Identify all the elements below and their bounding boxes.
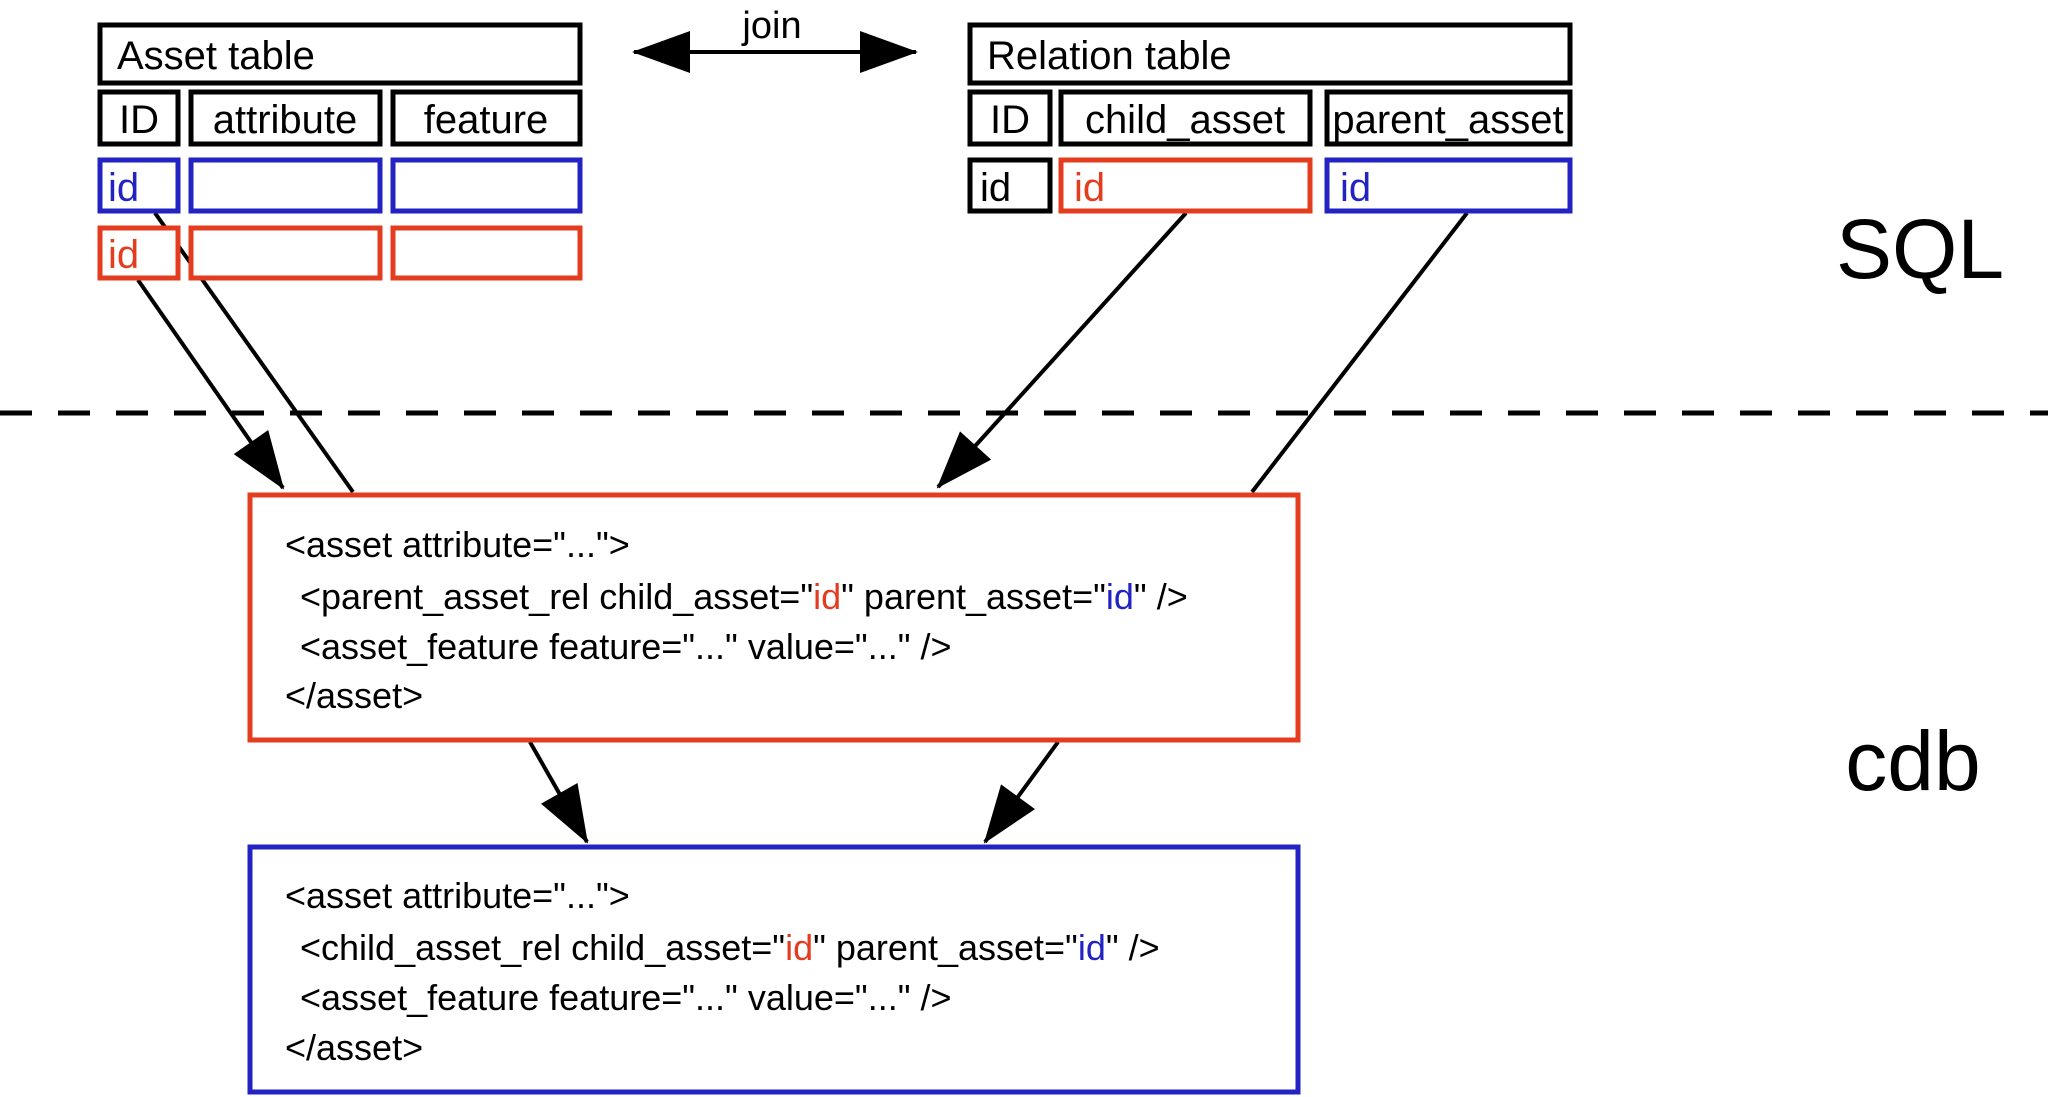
- asset-row-red-feature-cell: [390, 225, 583, 281]
- parent-xml-open-tag: <asset attribute="...">: [285, 524, 630, 565]
- child-xml-feature-line: <asset_feature feature="..." value="..."…: [300, 977, 952, 1018]
- parent-xml-rel-parent-id: id: [1106, 576, 1134, 617]
- child-asset-xml-border: [247, 844, 1301, 1095]
- relation-table-col-id: ID: [990, 98, 1030, 142]
- asset-table-col-feature: feature: [424, 98, 549, 142]
- parent-asset-xml-box: <asset attribute="..."> <parent_asset_re…: [247, 492, 1301, 743]
- asset-table-title-box: [97, 22, 583, 86]
- asset-table: Asset table ID attribute feature id id: [97, 22, 583, 281]
- child-xml-rel-line: <child_asset_rel child_asset="id" parent…: [300, 927, 1160, 968]
- child-xml-rel-pre: <child_asset_rel child_asset=": [300, 927, 785, 968]
- asset-table-row-blue: id: [97, 157, 583, 214]
- parent-xml-to-child-xml-left-arrow: [528, 741, 589, 844]
- cdb-zone-label: cdb: [1845, 714, 1980, 808]
- relation-table-title-box: [967, 22, 1573, 86]
- child-xml-open-tag: <asset attribute="...">: [285, 875, 630, 916]
- asset-row-blue-id-cell: [97, 157, 181, 214]
- parent-xml-feature-line: <asset_feature feature="..." value="..."…: [300, 626, 952, 667]
- relation-row-id-value: id: [980, 166, 1011, 210]
- relation-row-id-cell: [967, 157, 1053, 214]
- parent-xml-rel-mid: " parent_asset=": [841, 576, 1106, 617]
- relation-row-child-asset-cell: [1058, 157, 1313, 214]
- parent-xml-close-tag: </asset>: [285, 675, 423, 716]
- child-xml-rel-parent-id: id: [1078, 927, 1106, 968]
- relation-table-row: id id id: [967, 157, 1573, 214]
- join-label: join: [741, 5, 801, 47]
- relation-table-col-child-asset: child_asset: [1085, 98, 1285, 142]
- child-xml-close-tag: </asset>: [285, 1027, 423, 1068]
- child-xml-rel-mid: " parent_asset=": [813, 927, 1078, 968]
- join-relationship: join: [632, 5, 918, 73]
- asset-table-title: Asset table: [117, 34, 315, 78]
- asset-blue-id-to-parent-xml-line: [153, 211, 355, 494]
- relation-table-col-parent-asset-box: [1324, 89, 1573, 147]
- relation-table-title: Relation table: [987, 34, 1232, 78]
- parent-xml-rel-pre: <parent_asset_rel child_asset=": [300, 576, 813, 617]
- relation-table-col-child-asset-box: [1058, 89, 1313, 147]
- asset-table-col-attribute-box: [188, 89, 383, 147]
- relation-parent-id-to-parent-xml-line: [1250, 211, 1469, 494]
- relation-row-parent-asset-cell: [1324, 157, 1573, 214]
- child-xml-rel-child-id: id: [785, 927, 813, 968]
- asset-table-row-red: id: [97, 225, 583, 281]
- asset-row-red-id-cell: [97, 225, 181, 281]
- asset-table-col-id-box: [97, 89, 181, 147]
- relation-table-col-id-box: [967, 89, 1053, 147]
- relation-table: Relation table ID child_asset parent_ass…: [967, 22, 1573, 214]
- sql-zone-label: SQL: [1836, 202, 2004, 296]
- asset-table-col-feature-box: [390, 89, 583, 147]
- asset-row-blue-feature-cell: [390, 157, 583, 214]
- parent-asset-xml-border: [247, 492, 1301, 743]
- parent-xml-rel-line: <parent_asset_rel child_asset="id" paren…: [300, 576, 1188, 617]
- parent-xml-rel-post: " />: [1134, 576, 1188, 617]
- asset-row-red-attribute-cell: [188, 225, 383, 281]
- parent-xml-rel-child-id: id: [813, 576, 841, 617]
- relation-row-child-asset-value: id: [1074, 166, 1105, 210]
- asset-row-blue-attribute-cell: [188, 157, 383, 214]
- relation-child-id-to-parent-xml-arrow: [936, 211, 1188, 489]
- child-asset-xml-box: <asset attribute="..."> <child_asset_rel…: [247, 844, 1301, 1095]
- child-xml-rel-post: " />: [1106, 927, 1160, 968]
- asset-row-red-id-value: id: [108, 233, 139, 277]
- asset-table-col-attribute: attribute: [213, 98, 358, 142]
- asset-row-blue-id-value: id: [108, 166, 139, 210]
- relation-table-col-parent-asset: parent_asset: [1332, 98, 1563, 142]
- relation-row-parent-asset-value: id: [1340, 166, 1371, 210]
- mapping-connectors: [136, 211, 1469, 844]
- asset-table-col-id: ID: [119, 98, 159, 142]
- asset-red-id-to-parent-xml-arrow: [136, 278, 285, 490]
- parent-xml-to-child-xml-right-arrow: [983, 740, 1060, 844]
